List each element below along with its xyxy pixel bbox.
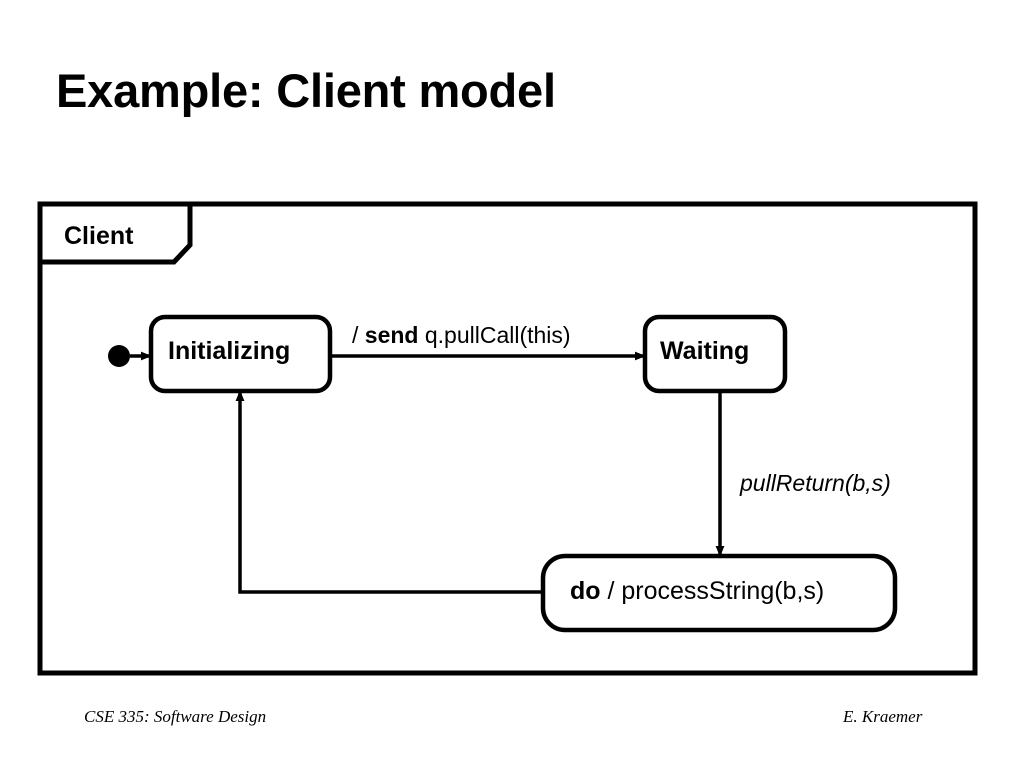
state-process-body: / processString(b,s) [600,577,825,605]
state-waiting-label: Waiting [660,337,750,365]
transition-send-prefix: / [352,322,365,348]
transition-send-body: q.pullCall(this) [418,322,571,348]
frame-name-label: Client [64,222,134,250]
frame-name-tab [40,201,193,265]
footer-course-label: CSE 335: Software Design [84,707,267,726]
footer-author-label: E. Kraemer [843,707,923,726]
transition-send-keyword: send [364,322,419,348]
diagram-frame-border [37,201,978,676]
transition-process-to-initializing [235,390,543,594]
state-process-string-label: do / processString(b,s) [570,577,824,606]
state-initializing-label: Initializing [168,337,291,365]
transition-send-label: / send q.pullCall(this) [352,322,571,349]
page-title: Example: Client model [56,64,556,117]
initial-state-dot [108,345,130,367]
transition-pullreturn-label: pullReturn(b,s) [740,470,891,496]
state-process-keyword: do [570,577,601,605]
